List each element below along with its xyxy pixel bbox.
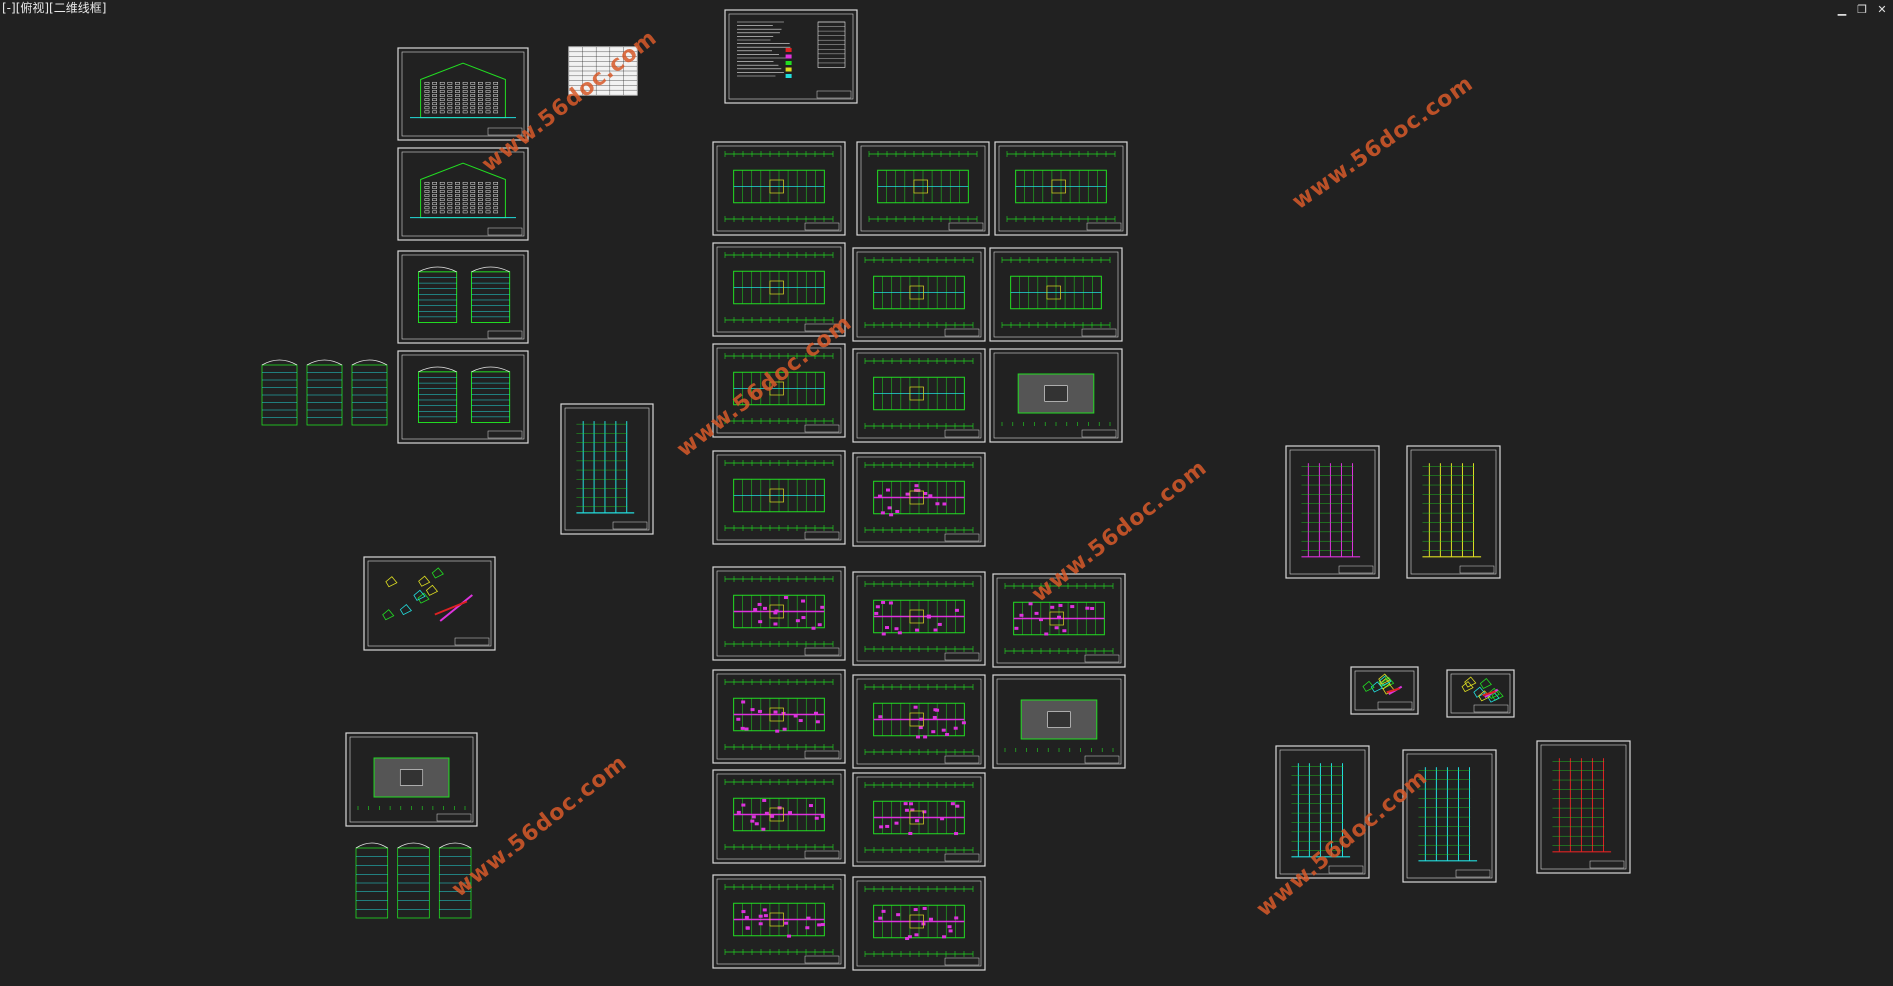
sheet-elevation-front[interactable] — [397, 47, 529, 141]
sheet-plan-1[interactable] — [712, 141, 846, 236]
sheet-mep-5[interactable] — [852, 674, 986, 769]
sheet-detail-right-1[interactable] — [1350, 666, 1419, 715]
sheet-mep-2[interactable] — [852, 571, 986, 666]
sheet-plan-10[interactable] — [852, 452, 986, 547]
sheet-plan-2[interactable] — [856, 141, 990, 236]
sheet-mep-4[interactable] — [712, 669, 846, 764]
sheet-elevation-back[interactable] — [397, 147, 529, 241]
sheet-plan-4[interactable] — [712, 242, 846, 337]
sheet-mep-1[interactable] — [712, 566, 846, 661]
sheet-plan-5[interactable] — [852, 247, 986, 342]
sheet-mep-8[interactable] — [712, 874, 846, 969]
sheet-plan-8[interactable] — [852, 348, 986, 443]
close-icon[interactable]: ✕ — [1877, 2, 1887, 16]
sheet-riser-right-1[interactable] — [1285, 445, 1380, 579]
restore-icon[interactable]: ❐ — [1857, 2, 1867, 16]
sheet-mep-9[interactable] — [852, 876, 986, 971]
minimize-icon[interactable]: ▁ — [1837, 2, 1847, 16]
sheet-roof-plan-2[interactable] — [992, 674, 1126, 769]
viewport-controls-label[interactable]: [-][俯视][二维线框] — [2, 1, 107, 15]
sheet-mep-6[interactable] — [712, 769, 846, 864]
window-controls: ▁ ❐ ✕ — [1835, 2, 1889, 16]
sheet-riser-right-4[interactable] — [1402, 749, 1497, 883]
sheet-plan-6[interactable] — [989, 247, 1123, 342]
sheet-elevation-side[interactable] — [397, 250, 529, 344]
sheet-section[interactable] — [397, 350, 529, 444]
sheet-detail-left[interactable] — [363, 556, 496, 651]
sheet-riser-right-5[interactable] — [1536, 740, 1631, 874]
loose-section-details[interactable] — [355, 842, 472, 919]
sheet-plan-7[interactable] — [712, 343, 846, 438]
sheet-mep-7[interactable] — [852, 772, 986, 867]
sheet-riser-left[interactable] — [560, 403, 654, 535]
sheet-roof-plan-1[interactable] — [989, 348, 1123, 443]
sheet-mep-3[interactable] — [992, 573, 1126, 668]
sheet-index-table[interactable] — [568, 46, 638, 96]
sheet-roof-plan-left[interactable] — [345, 732, 478, 827]
loose-elevation-details[interactable] — [261, 359, 388, 426]
sheet-design-notes[interactable] — [724, 9, 858, 104]
sheet-riser-right-3[interactable] — [1275, 745, 1370, 879]
sheet-plan-9[interactable] — [712, 450, 846, 545]
sheet-plan-3[interactable] — [994, 141, 1128, 236]
sheet-riser-right-2[interactable] — [1406, 445, 1501, 579]
sheet-detail-right-2[interactable] — [1446, 669, 1515, 718]
